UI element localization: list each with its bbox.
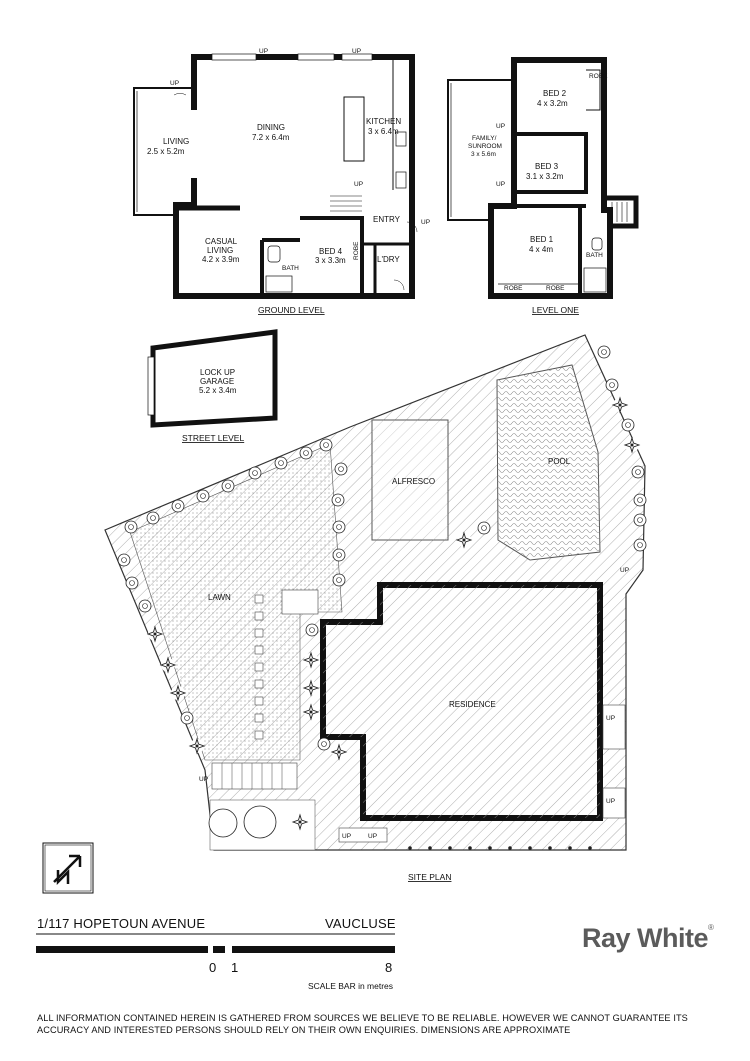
- garage-size: 5.2 x 3.4m: [199, 386, 237, 395]
- brand-mark: ®: [708, 923, 714, 932]
- bed3-label: BED 3: [535, 162, 559, 171]
- ground-up-label-5: UP: [421, 219, 430, 226]
- bed1-size: 4 x 4m: [529, 245, 553, 254]
- lawn-label: LAWN: [208, 593, 231, 602]
- garage-label-1: LOCK UP: [200, 368, 235, 377]
- level-one-plan: FAMILY/ SUNROOM 3 x 5.6m BED 2 4 x 3.2m …: [447, 57, 639, 315]
- site-plants: [117, 345, 647, 839]
- bed1-label: BED 1: [530, 235, 554, 244]
- site-up-label-1: UP: [620, 567, 629, 574]
- level-one-robe-label-2: ROBE: [546, 285, 565, 292]
- casual-living-label-1: CASUAL: [205, 237, 238, 246]
- north-arrow-icon: [42, 842, 94, 894]
- site-up-label-4: UP: [199, 776, 208, 783]
- scale-label-0: 0: [209, 960, 217, 975]
- level-one-robe-label-3: ROBE: [589, 73, 608, 80]
- laundry-label: L'DRY: [377, 255, 400, 264]
- scale-caption: SCALE BAR in metres: [308, 981, 394, 991]
- scale-label-1: 1: [231, 960, 239, 975]
- level-one-bath-label: BATH: [586, 252, 603, 259]
- ground-robe-label: ROBE: [353, 241, 360, 260]
- dining-label: DINING: [257, 123, 285, 132]
- family-label-1: FAMILY/: [472, 135, 497, 142]
- casual-living-size: 4.2 x 3.9m: [202, 255, 240, 264]
- pool-label: POOL: [548, 457, 571, 466]
- bed3-size: 3.1 x 3.2m: [526, 172, 564, 181]
- entry-label: ENTRY: [373, 215, 401, 224]
- ground-up-label-1: UP: [259, 48, 268, 55]
- family-size: 3 x 5.6m: [471, 151, 496, 158]
- site-up-label-5: UP: [342, 833, 351, 840]
- site-up-label-2: UP: [606, 715, 615, 722]
- living-label: LIVING: [163, 137, 189, 146]
- ground-level-title: GROUND LEVEL: [258, 305, 325, 315]
- residence-label: RESIDENCE: [449, 700, 496, 709]
- kitchen-size: 3 x 6.4m: [368, 127, 399, 136]
- ground-up-label-3: UP: [170, 80, 179, 87]
- level-one-up-label-1: UP: [496, 123, 505, 130]
- ground-bath-label: BATH: [282, 265, 299, 272]
- casual-living-label-2: LIVING: [207, 246, 233, 255]
- disclaimer-text: ALL INFORMATION CONTAINED HEREIN IS GATH…: [37, 1013, 688, 1035]
- bed2-label: BED 2: [543, 89, 567, 98]
- ray-white-logo: Ray White®: [582, 923, 714, 954]
- kitchen-label: KITCHEN: [366, 117, 401, 126]
- street-level-title: STREET LEVEL: [182, 433, 244, 443]
- site-plan-title: SITE PLAN: [408, 872, 451, 882]
- site-up-label-3: UP: [606, 798, 615, 805]
- ground-up-label-4: UP: [354, 181, 363, 188]
- site-up-label-6: UP: [368, 833, 377, 840]
- scale-label-8: 8: [385, 960, 393, 975]
- ground-up-label-2: UP: [352, 48, 361, 55]
- garage-label-2: GARAGE: [200, 377, 234, 386]
- brand-text: Ray White: [582, 923, 709, 953]
- level-one-up-label-2: UP: [496, 181, 505, 188]
- living-size: 2.5 x 5.2m: [147, 147, 185, 156]
- bed4-size: 3 x 3.3m: [315, 256, 346, 265]
- bed4-label: BED 4: [319, 247, 343, 256]
- street-level-plan: LOCK UP GARAGE 5.2 x 3.4m STREET LEVEL: [147, 329, 278, 443]
- bed2-size: 4 x 3.2m: [537, 99, 568, 108]
- level-one-title: LEVEL ONE: [532, 305, 579, 315]
- alfresco-label: ALFRESCO: [392, 477, 435, 486]
- level-one-robe-label-1: ROBE: [504, 285, 523, 292]
- family-label-2: SUNROOM: [468, 143, 502, 150]
- scale-bar: [36, 933, 395, 953]
- site-plan: ALFRESCO POOL LAWN RESIDENCE UP UP UP UP…: [104, 334, 647, 882]
- dining-size: 7.2 x 6.4m: [252, 133, 290, 142]
- ground-level-plan: LIVING 2.5 x 5.2m DINING 7.2 x 6.4m KITC…: [133, 48, 430, 315]
- property-address: 1/117 HOPETOUN AVENUE: [37, 916, 206, 931]
- property-suburb: VAUCLUSE: [325, 916, 396, 931]
